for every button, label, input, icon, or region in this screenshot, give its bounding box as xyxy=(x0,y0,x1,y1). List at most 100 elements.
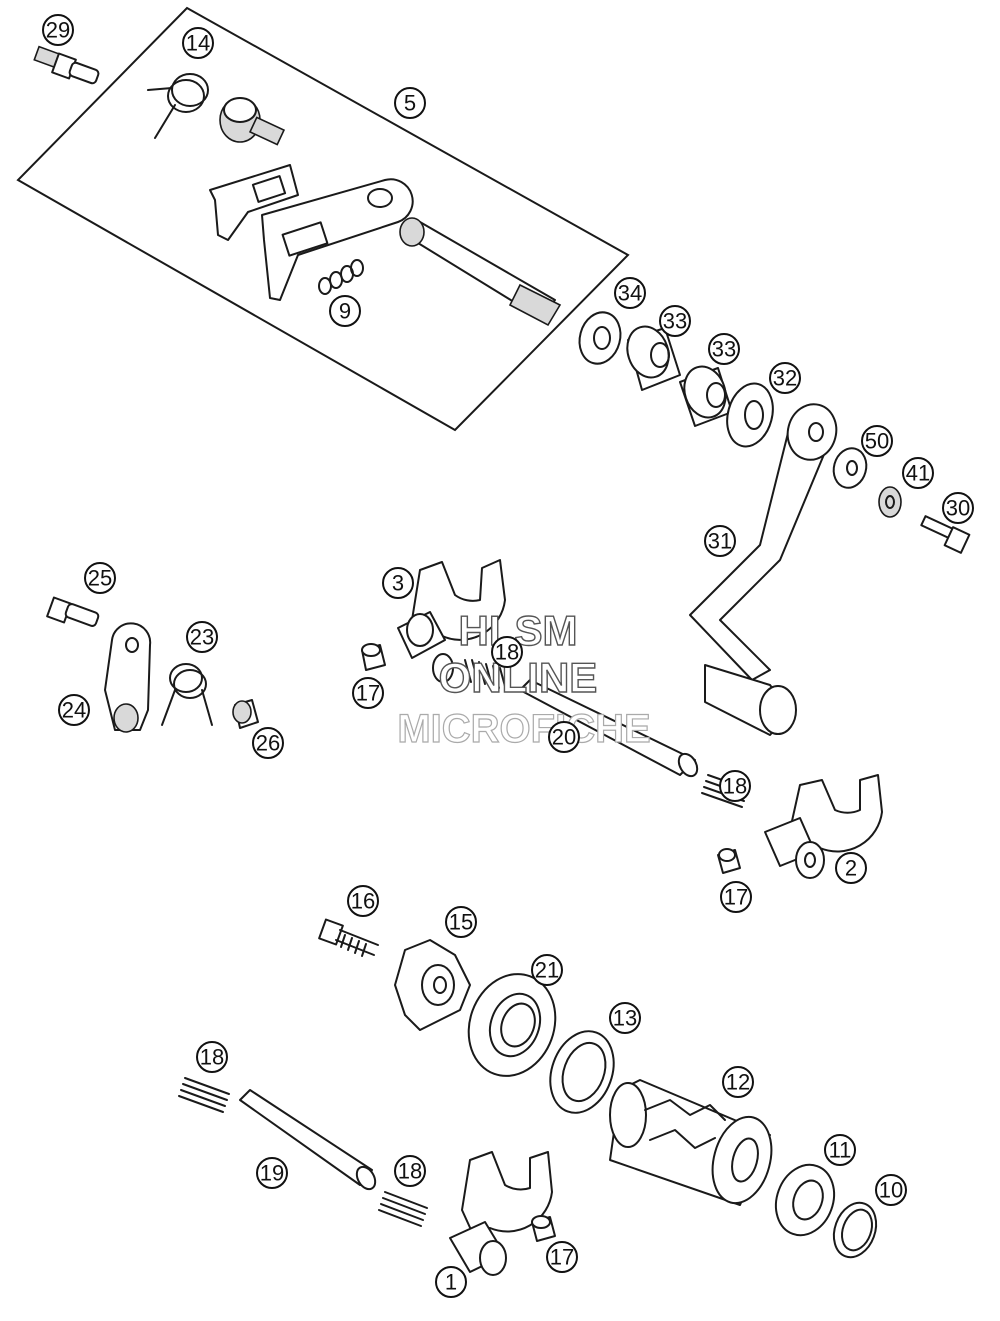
callout-11: 11 xyxy=(824,1134,856,1166)
part-shift-drum-locator xyxy=(394,939,471,1031)
part-shift-fork-3 xyxy=(397,559,506,683)
part-washer-50 xyxy=(832,447,868,489)
callout-13: 13 xyxy=(609,1002,641,1034)
svg-text:15: 15 xyxy=(449,910,473,935)
kit-outline-box xyxy=(16,6,630,432)
callout-41: 41 xyxy=(902,457,934,489)
svg-text:29: 29 xyxy=(46,18,70,43)
svg-text:17: 17 xyxy=(724,885,748,910)
part-bolt-30 xyxy=(920,515,971,554)
part-bushing-26 xyxy=(232,699,259,729)
part-kit-spring xyxy=(147,73,209,139)
part-shift-fork-1 xyxy=(449,1151,553,1276)
part-bushing-33a xyxy=(626,325,681,391)
callout-5: 5 xyxy=(394,87,426,119)
svg-text:16: 16 xyxy=(351,889,375,914)
callout-20: 20 xyxy=(548,721,580,753)
svg-text:19: 19 xyxy=(260,1161,284,1186)
part-spring-18d xyxy=(378,1191,428,1227)
callout-16: 16 xyxy=(347,885,379,917)
callout-10: 10 xyxy=(875,1174,907,1206)
part-shift-drum xyxy=(609,1079,773,1206)
part-bearing-11 xyxy=(774,1163,836,1237)
part-shift-lever xyxy=(689,403,838,736)
part-rail-20 xyxy=(519,679,699,778)
callout-19: 19 xyxy=(256,1157,288,1189)
callout-18c: 18 xyxy=(196,1041,228,1073)
callout-24: 24 xyxy=(58,694,90,726)
svg-text:3: 3 xyxy=(392,571,404,596)
svg-text:2: 2 xyxy=(845,856,857,881)
svg-text:1: 1 xyxy=(445,1270,457,1295)
svg-text:5: 5 xyxy=(404,91,416,116)
part-spring-18a xyxy=(464,659,507,691)
part-kit-roller xyxy=(219,97,286,146)
svg-text:25: 25 xyxy=(88,566,112,591)
svg-text:10: 10 xyxy=(879,1178,903,1203)
part-bearing-21 xyxy=(467,973,557,1077)
svg-text:41: 41 xyxy=(906,461,930,486)
callout-33b: 33 xyxy=(708,333,740,365)
callout-18d: 18 xyxy=(394,1155,426,1187)
callout-12: 12 xyxy=(722,1066,754,1098)
svg-text:14: 14 xyxy=(186,31,210,56)
svg-text:21: 21 xyxy=(535,958,559,983)
part-kit-rings xyxy=(318,259,364,295)
callout-31: 31 xyxy=(704,525,736,557)
svg-text:18: 18 xyxy=(495,640,519,665)
part-kit-shift-shaft xyxy=(399,217,562,327)
svg-text:26: 26 xyxy=(256,731,280,756)
part-spring-23 xyxy=(161,663,213,726)
callout-23: 23 xyxy=(186,621,218,653)
part-shift-fork-2 xyxy=(764,774,883,879)
part-spring-18c xyxy=(178,1077,230,1113)
part-washer-32 xyxy=(726,382,774,448)
svg-text:23: 23 xyxy=(190,625,214,650)
callout-14: 14 xyxy=(182,27,214,59)
part-lock-washer-41 xyxy=(878,486,902,518)
part-kit-shift-plate xyxy=(209,164,414,301)
callout-29: 29 xyxy=(42,14,74,46)
svg-text:11: 11 xyxy=(829,1138,852,1163)
callout-18a: 18 xyxy=(491,636,523,668)
svg-text:13: 13 xyxy=(613,1006,637,1031)
callout-3: 3 xyxy=(382,567,414,599)
svg-text:32: 32 xyxy=(773,366,797,391)
callout-2: 2 xyxy=(835,852,867,884)
svg-text:33: 33 xyxy=(663,309,687,334)
svg-text:24: 24 xyxy=(62,698,86,723)
callouts: 29 14 5 9 34 33 33 32 50 41 30 31 25 23 … xyxy=(42,14,974,1298)
svg-text:12: 12 xyxy=(726,1070,750,1095)
svg-text:18: 18 xyxy=(723,774,747,799)
callout-33a: 33 xyxy=(659,305,691,337)
svg-text:34: 34 xyxy=(618,281,642,306)
callout-17a: 17 xyxy=(352,677,384,709)
part-pin-17a xyxy=(361,643,386,671)
callout-34: 34 xyxy=(614,277,646,309)
callout-17c: 17 xyxy=(546,1241,578,1273)
callout-32: 32 xyxy=(769,362,801,394)
callout-30: 30 xyxy=(942,492,974,524)
callout-26: 26 xyxy=(252,727,284,759)
svg-text:20: 20 xyxy=(552,725,576,750)
svg-text:9: 9 xyxy=(339,299,351,324)
callout-21: 21 xyxy=(531,954,563,986)
part-washer-13 xyxy=(549,1030,615,1114)
svg-text:30: 30 xyxy=(946,496,970,521)
part-bolt-25 xyxy=(46,596,100,627)
callout-50: 50 xyxy=(861,425,893,457)
callout-17b: 17 xyxy=(720,881,752,913)
part-circlip-10 xyxy=(832,1201,878,1259)
svg-text:31: 31 xyxy=(708,529,732,554)
callout-15: 15 xyxy=(445,906,477,938)
svg-text:50: 50 xyxy=(865,429,889,454)
watermark: HLSM ONLINE MICROFICHE xyxy=(397,606,652,751)
watermark-line3: MICROFICHE xyxy=(397,707,650,751)
part-rail-19 xyxy=(239,1089,377,1191)
part-pin-17b xyxy=(717,848,741,874)
part-stud-bolt xyxy=(33,45,100,85)
svg-text:17: 17 xyxy=(550,1245,574,1270)
part-pin-17c xyxy=(531,1215,556,1242)
part-detent-lever xyxy=(104,622,152,733)
